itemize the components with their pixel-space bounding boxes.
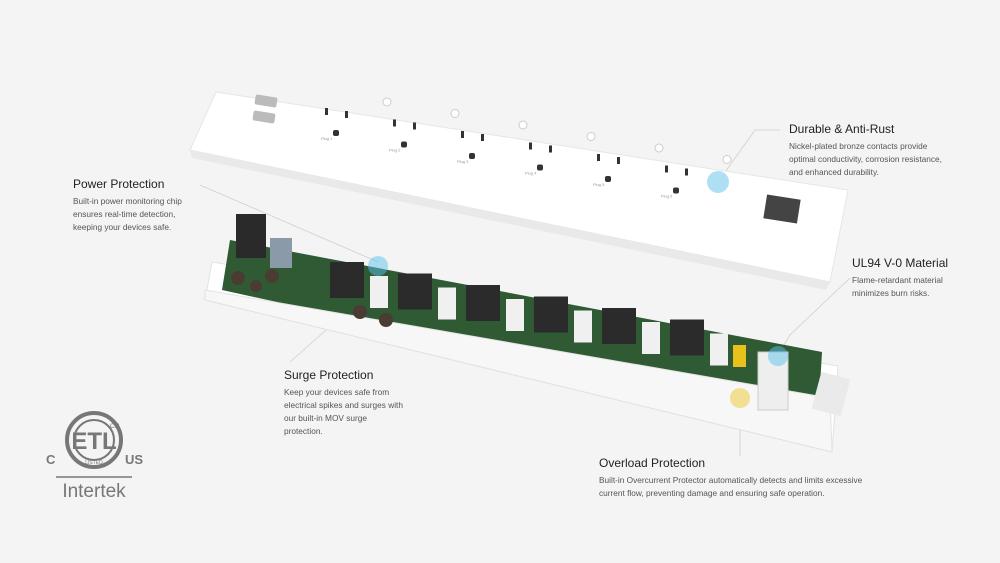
c-mark: C [46, 452, 56, 467]
outlet: Plug 6 [661, 155, 732, 199]
callout-overload-protection: Overload Protection Built-in Overcurrent… [599, 456, 862, 500]
plug-label: Plug 5 [593, 182, 605, 187]
plug-label: Plug 1 [321, 136, 333, 141]
socket-block [466, 285, 500, 321]
intertek-brand: Intertek [62, 481, 126, 502]
power-callout-line [199, 184, 379, 263]
outlet-button [450, 109, 460, 118]
callout-text: our built-in MOV surge [284, 413, 368, 423]
callout-text: Flame-retardant material [852, 275, 943, 285]
callout-text: optimal conductivity, corrosion resistan… [789, 154, 942, 164]
relay [438, 287, 456, 320]
fuse-component [733, 345, 746, 367]
callout-text: keeping your devices safe. [73, 222, 172, 232]
relay [642, 322, 660, 354]
callout-title: Surge Protection [284, 368, 374, 382]
outlet-button [382, 97, 392, 107]
power-switch [763, 194, 801, 224]
outlet-button [722, 155, 732, 164]
plug-label: Plug 6 [661, 194, 673, 199]
callout-text: minimizes burn risks. [852, 288, 930, 298]
callout-ul94: UL94 V-0 Material Flame-retardant materi… [852, 256, 948, 300]
cm-mark: CM [110, 424, 119, 430]
plug-label: Plug 2 [389, 148, 401, 153]
callout-power-protection: Power Protection Built-in power monitori… [73, 177, 182, 234]
callout-text: electrical spikes and surges with [284, 400, 403, 410]
callout-text: ensures real-time detection, [73, 209, 176, 219]
callout-title: UL94 V-0 Material [852, 256, 949, 270]
callout-text: Built-in Overcurrent Protector automatic… [599, 475, 863, 485]
bottom-housing [204, 214, 851, 453]
socket-block [670, 319, 704, 356]
callout-title: Durable & Anti-Rust [789, 122, 895, 136]
callout-text: and enhanced durability. [789, 167, 879, 177]
overload-highlight [730, 388, 750, 408]
socket-block [534, 296, 568, 333]
callout-text: Keep your devices safe from [284, 387, 390, 397]
listed-mark: LISTED [85, 460, 103, 466]
relay [710, 333, 728, 366]
outlet: Plug 1 [321, 97, 392, 141]
socket-block [330, 262, 364, 298]
callout-title: Power Protection [73, 177, 165, 191]
etl-intertek-logo: ETL CM LISTED C US Intertek [46, 411, 143, 502]
outlet: Plug 3 [457, 120, 528, 164]
usb-module [236, 214, 266, 258]
callout-text: current flow, preventing damage and ensu… [599, 488, 825, 498]
relay [506, 299, 524, 331]
outlet-button [586, 132, 596, 141]
relay [370, 276, 388, 308]
callout-durable-anti-rust: Durable & Anti-Rust Nickel-plated bronze… [789, 122, 942, 179]
outlet: Plug 5 [593, 143, 664, 187]
durable-callout-line [717, 129, 780, 183]
callout-text: protection. [284, 426, 323, 436]
outlet: Plug 4 [525, 132, 596, 176]
outlet-button [518, 120, 528, 130]
socket-block [602, 308, 636, 344]
power-cord [811, 371, 851, 417]
plug-label: Plug 3 [457, 159, 469, 164]
power-highlight [368, 256, 388, 276]
us-mark: US [125, 452, 143, 467]
socket-block [398, 273, 432, 310]
durable-highlight [707, 171, 729, 193]
outlet: Plug 2 [389, 109, 460, 153]
callout-title: Overload Protection [599, 456, 706, 470]
etl-mark: ETL [71, 428, 116, 455]
top-cover: Plug 1 Plug 2 Plug 3 Plug 4 Plug 5 Plug 6 [189, 91, 849, 290]
relay [574, 310, 592, 343]
callout-text: Built-in power monitoring chip [73, 196, 182, 206]
outlet-button [654, 143, 664, 153]
ul94-highlight [768, 346, 788, 366]
callout-text: Nickel-plated bronze contacts provide [789, 141, 928, 151]
callout-surge-protection: Surge Protection Keep your devices safe … [284, 368, 403, 438]
plug-label: Plug 4 [525, 171, 537, 176]
